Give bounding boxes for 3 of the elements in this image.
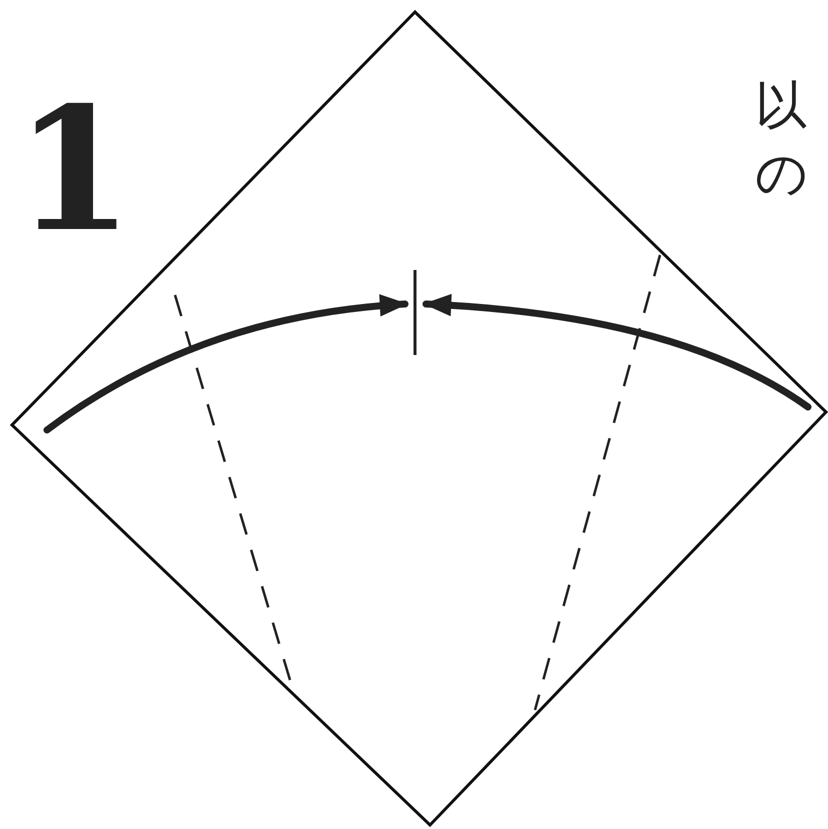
step-number: 1 [15,85,134,255]
instruction-text: の [755,148,808,200]
instruction-text: 以 [755,80,807,132]
